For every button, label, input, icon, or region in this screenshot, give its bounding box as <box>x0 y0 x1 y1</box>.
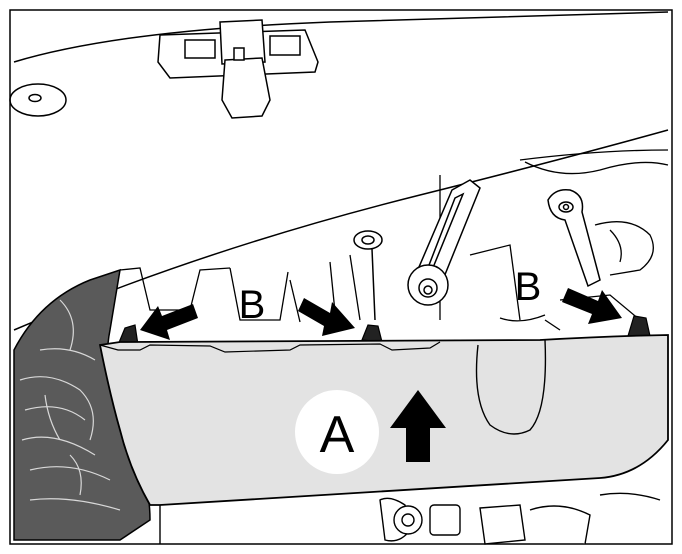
arrow-right-icon <box>562 288 622 324</box>
arrow-right-icon <box>298 298 355 336</box>
label-b-right: B <box>515 265 542 309</box>
arrow-up-icon <box>390 390 446 462</box>
label-circle-a <box>295 390 379 474</box>
middle-bolt <box>353 230 383 321</box>
bumper-cover-panel <box>98 334 669 506</box>
label-a: A <box>320 406 355 464</box>
right-bracket <box>547 188 601 288</box>
label-b-left: B <box>239 283 266 327</box>
bracket-arm <box>407 179 481 306</box>
wiring-harness <box>13 268 151 541</box>
top-clip-connector <box>157 19 319 119</box>
body-outline <box>9 11 669 331</box>
lower-components <box>159 492 661 545</box>
arrow-left-icon <box>140 304 198 340</box>
